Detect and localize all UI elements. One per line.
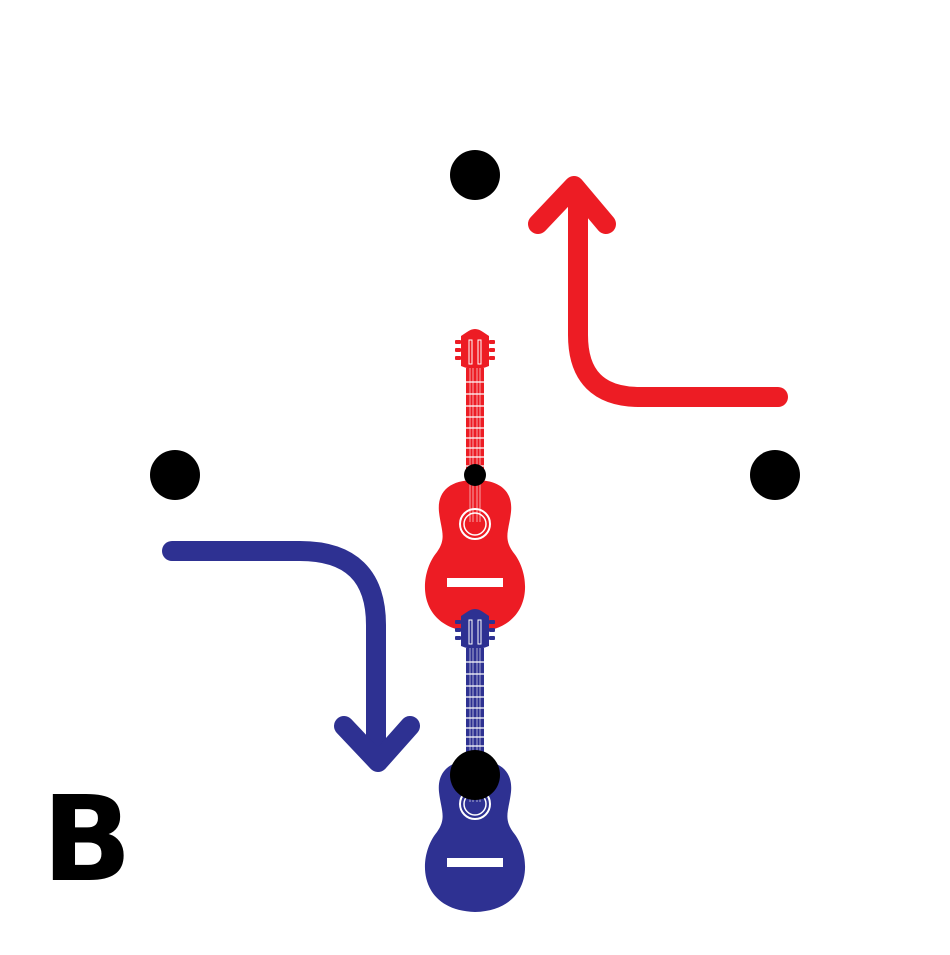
- dot-center: [464, 464, 486, 486]
- position-dots: [150, 150, 800, 800]
- diagram-label: B: [42, 770, 132, 908]
- dot-left: [150, 450, 200, 500]
- blue-arrow: [162, 541, 420, 772]
- dot-top-center: [450, 150, 500, 200]
- red-guitar-icon: [424, 329, 526, 632]
- blue-guitar-icon: [424, 609, 526, 912]
- dot-right: [750, 450, 800, 500]
- dot-bottom-center: [450, 750, 500, 800]
- red-arrow: [528, 176, 788, 407]
